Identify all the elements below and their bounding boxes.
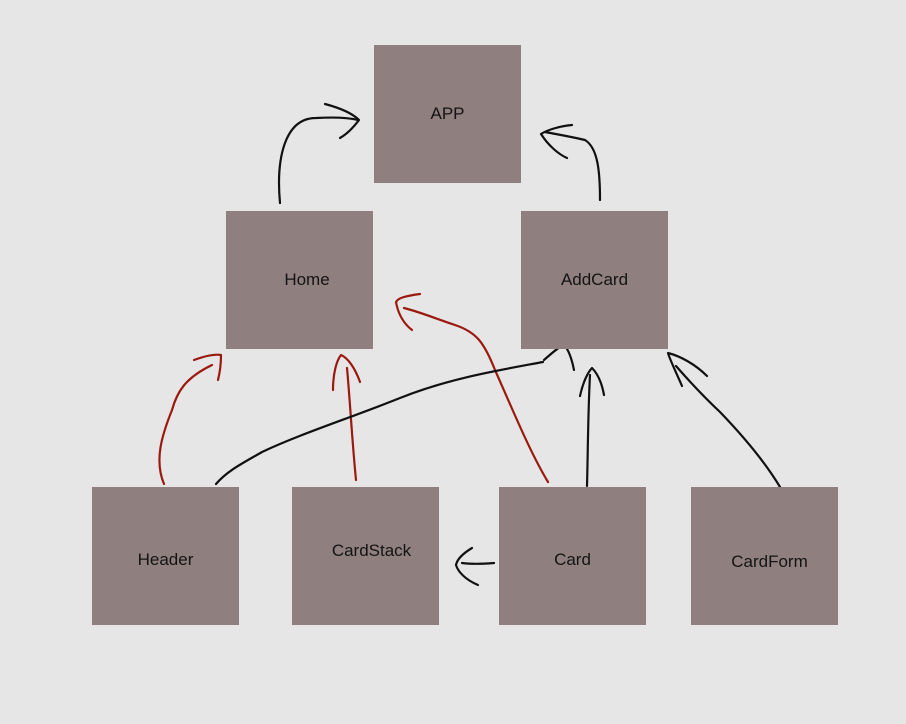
- node-cardform-label: CardForm: [731, 552, 808, 571]
- arrowhead-cardstack-to-home: [331, 353, 362, 392]
- arrowhead-addcard-to-app: [539, 123, 574, 160]
- node-header: Header: [92, 487, 239, 625]
- node-addcard: AddCard: [521, 211, 668, 349]
- arrowhead-header-to-home: [192, 353, 223, 382]
- node-app: APP: [374, 45, 521, 183]
- edge-addcard-to-app: [543, 130, 602, 202]
- edge-header-to-addcard: [214, 360, 545, 486]
- edge-header-to-home: [158, 363, 214, 486]
- node-cardstack: CardStack: [292, 487, 439, 625]
- node-card-label: Card: [554, 549, 591, 569]
- edge-card-to-addcard: [585, 373, 592, 488]
- node-card: Card: [499, 487, 646, 625]
- arrowhead-home-to-app: [323, 102, 361, 140]
- node-app-label: APP: [430, 104, 465, 123]
- arrowhead-card-to-home: [394, 292, 422, 332]
- node-cardstack-label: CardStack: [331, 541, 412, 560]
- node-home-label: Home: [284, 270, 330, 289]
- node-home: Home: [226, 211, 373, 349]
- edge-cardstack-to-home: [345, 366, 358, 482]
- edge-card-to-home: [402, 306, 550, 484]
- edge-home-to-app: [277, 116, 360, 205]
- node-header-label: Header: [137, 549, 194, 569]
- edge-cardform-to-addcard: [674, 364, 782, 489]
- node-addcard-label: AddCard: [560, 270, 629, 289]
- edge-card-to-cardstack: [460, 561, 496, 565]
- node-cardform: CardForm: [691, 487, 838, 625]
- arrowhead-card-to-addcard: [578, 366, 606, 398]
- arrowhead-card-to-cardstack: [454, 546, 480, 587]
- arrowhead-cardform-to-addcard: [666, 351, 709, 388]
